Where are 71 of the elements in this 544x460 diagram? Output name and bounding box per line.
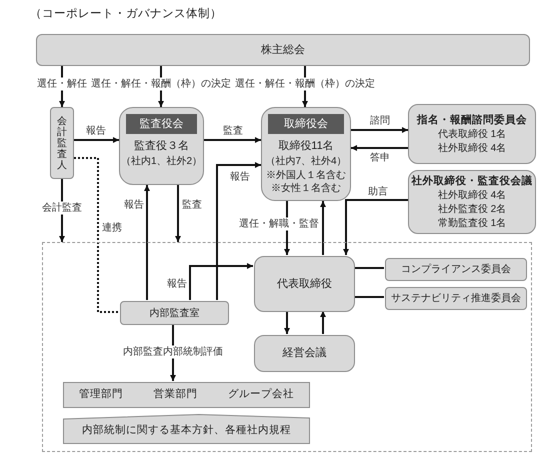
arrow: [284, 311, 290, 334]
band-box: [63, 382, 310, 408]
node-label: 常勤監査役 1名: [438, 217, 506, 231]
edge-label: 選任・解職・監督: [237, 218, 321, 230]
header-label: 監査役会: [126, 114, 197, 134]
rounded-box: [119, 107, 204, 185]
node-label: 代表取締役: [277, 276, 332, 292]
node-label: 営業部門: [153, 387, 198, 402]
arrow: [351, 145, 408, 151]
edge-label: 選任・解任・報酬（枠）の決定: [89, 78, 233, 90]
edge-label: 監査: [221, 124, 245, 138]
edge-label: 監査: [180, 198, 204, 212]
node-label: 代表取締役 1名: [438, 128, 506, 142]
rounded-box: [385, 258, 527, 281]
node-label: グループ会社: [228, 387, 294, 402]
arrow: [320, 311, 326, 334]
rounded-box: [254, 335, 355, 372]
node-label: 管理部門: [79, 387, 124, 402]
edge-label: 内部監査内部統制評価: [121, 346, 225, 358]
node-label: 内部監査室: [150, 306, 200, 320]
edge-label: 諮問: [368, 114, 392, 128]
edge-label: 選任・解任: [35, 78, 89, 90]
node-label: 社外取締役 4名: [438, 142, 506, 156]
node-label: ※外国人１名含む: [266, 169, 346, 182]
diagram-title: （コーポレート・ガバナンス体制）: [30, 6, 222, 22]
node-label: 監査役３名: [134, 139, 189, 154]
vertical-box: [50, 107, 74, 179]
edge-label: 報告: [84, 124, 108, 138]
arrow: [216, 162, 261, 300]
node-label: サステナビリティ推進委員会: [391, 292, 521, 306]
rounded-box: [385, 287, 527, 310]
node-label: 取締役11名: [278, 138, 334, 154]
rounded-box: [408, 104, 536, 164]
arrow: [320, 201, 326, 255]
edge-label: 連携: [100, 222, 124, 234]
arrow: [351, 127, 408, 133]
arrow: [343, 199, 408, 255]
connector-line: [354, 296, 384, 298]
node-label: 株主総会: [261, 42, 305, 58]
node-label: 社外取締役 4名: [438, 189, 506, 203]
banner-box: [36, 34, 530, 66]
connector-line: [354, 267, 384, 269]
node-label: 社外監査役 2名: [438, 203, 506, 217]
arrow: [144, 185, 150, 300]
rounded-box: [120, 301, 229, 325]
edge-label: 助言: [366, 186, 390, 198]
rounded-box: [254, 256, 355, 312]
node-label: ※女性１名含む: [271, 182, 341, 195]
arrow: [204, 137, 261, 143]
header-label: 取締役会: [268, 114, 344, 134]
edge-label: 会計監査: [40, 202, 84, 214]
edge-label: 報告: [228, 170, 252, 184]
edge-label: 選任・解任・報酬（枠）の決定: [233, 78, 377, 90]
node-label: 社外取締役・監査役会議: [412, 174, 532, 189]
connector-line: [74, 157, 119, 313]
node-label: 会計監査人: [57, 116, 67, 170]
edge-label: 報告: [122, 198, 146, 212]
arrow: [175, 185, 181, 242]
node-label: （社内7、社外4）: [265, 154, 347, 169]
peaked-band: [63, 414, 310, 444]
dashed-boundary: [42, 242, 532, 452]
arrow: [74, 137, 119, 143]
node-label: 内部統制に関する基本方針、各種社内規程: [82, 423, 291, 438]
arrow: [189, 263, 253, 300]
node-label: 経営会議: [282, 346, 326, 362]
node-label: 指名・報酬諮問委員会: [417, 113, 527, 128]
rounded-box: [408, 170, 536, 234]
edge-label: 報告: [165, 278, 189, 290]
node-label: （社内1、社外2）: [120, 154, 202, 169]
rounded-box: [261, 107, 351, 201]
node-label: コンプライアンス委員会: [401, 262, 511, 277]
